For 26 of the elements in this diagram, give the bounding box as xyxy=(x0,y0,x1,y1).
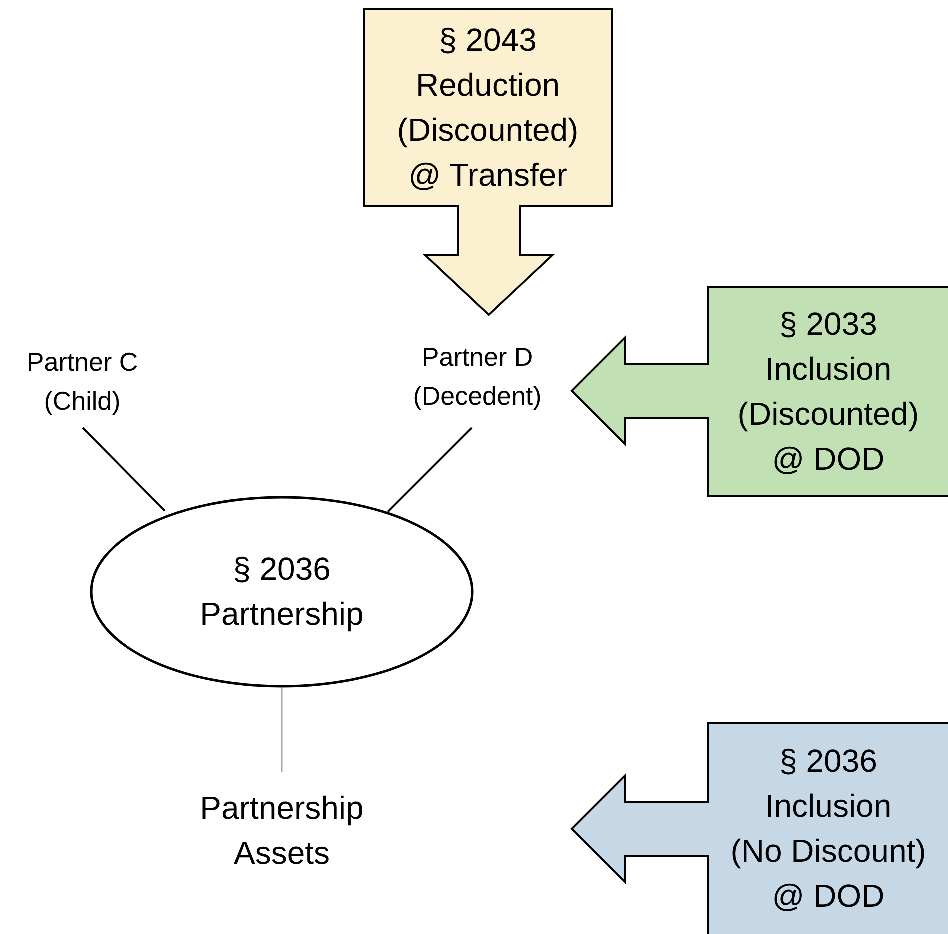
node-text: @ DOD xyxy=(771,877,886,916)
connector-line xyxy=(387,427,473,513)
callout-box xyxy=(707,286,948,497)
node-text: § 2043 xyxy=(438,20,538,60)
connector-line xyxy=(281,688,283,772)
node-text: (No Discount) xyxy=(730,832,928,871)
block-arrow xyxy=(422,204,556,316)
node-text: Reduction xyxy=(414,66,562,104)
callout-box xyxy=(707,722,948,934)
node-text: § 2036 xyxy=(778,742,878,781)
block-arrow xyxy=(570,336,710,446)
partnership-ellipse xyxy=(90,496,474,688)
assets-label: Partnership Assets xyxy=(192,772,572,882)
callout-box xyxy=(363,8,613,207)
node-text: @ DOD xyxy=(771,440,886,478)
node-text: § 2033 xyxy=(778,304,878,344)
node-text: @ Transfer xyxy=(408,156,568,194)
node-text: (Discounted) xyxy=(736,394,920,434)
node-text: Inclusion xyxy=(764,350,893,388)
node-text: § 2036 Partnership xyxy=(199,550,365,634)
block-arrow xyxy=(570,774,710,884)
node-text: (Discounted) xyxy=(396,110,580,150)
node-text: Inclusion xyxy=(764,787,893,826)
partner-label: Partner C (Child) xyxy=(10,336,155,428)
partner-label: Partner D (Decedent) xyxy=(385,316,570,428)
connector-line xyxy=(82,427,166,512)
